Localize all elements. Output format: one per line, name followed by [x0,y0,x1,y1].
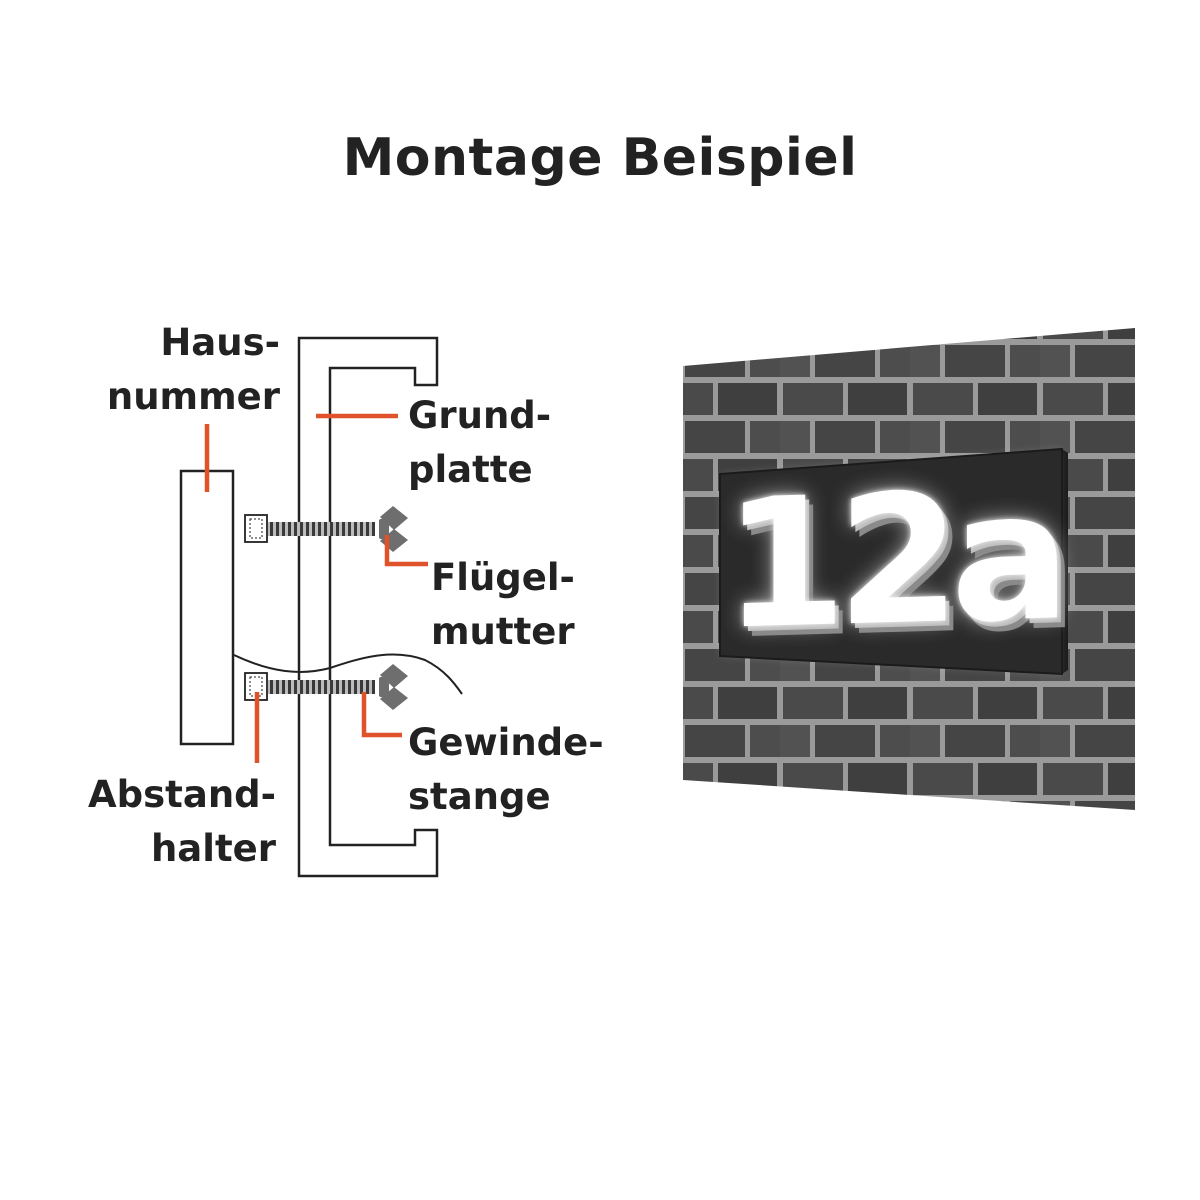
house-number-plate [179,469,235,746]
label-hausnummer: Haus- nummer [100,316,280,424]
label-abstandhalter-line2: halter [150,827,276,870]
label-fluegelmutter: Flügel- mutter [431,551,575,659]
wall-cable-line [233,653,463,695]
wing-nut-top [379,506,408,552]
plate-side [1062,449,1068,674]
label-grundplatte-line1: Grund- [408,394,552,437]
label-gewindestange-line2: stange [408,775,551,818]
label-abstandhalter: Abstand- halter [60,768,276,876]
label-hausnummer-line2: nummer [106,375,280,418]
diagram-title: Montage Beispiel [342,128,858,188]
label-gewindestange: Gewinde- stange [408,716,604,824]
label-abstandhalter-line1: Abstand- [88,773,276,816]
threaded-rod-top [268,522,375,536]
label-hausnummer-line1: Haus- [160,321,280,364]
wing-nut-bottom [379,664,408,710]
threaded-rod-bottom [268,680,375,694]
spacer-top-inner [249,518,263,539]
leader-gewindestange [361,692,402,738]
leader-lines [204,413,428,763]
label-fluegelmutter-line2: mutter [431,610,575,653]
label-gewindestange-line1: Gewinde- [408,721,604,764]
illuminated-plate [719,447,1063,676]
base-plate [297,336,439,878]
leader-fluegelmutter [384,535,428,567]
label-fluegelmutter-line1: Flügel- [431,556,575,599]
label-grundplatte-line2: platte [408,448,533,491]
house-number-text: 12a [723,452,1061,669]
label-grundplatte: Grund- platte [408,389,551,497]
